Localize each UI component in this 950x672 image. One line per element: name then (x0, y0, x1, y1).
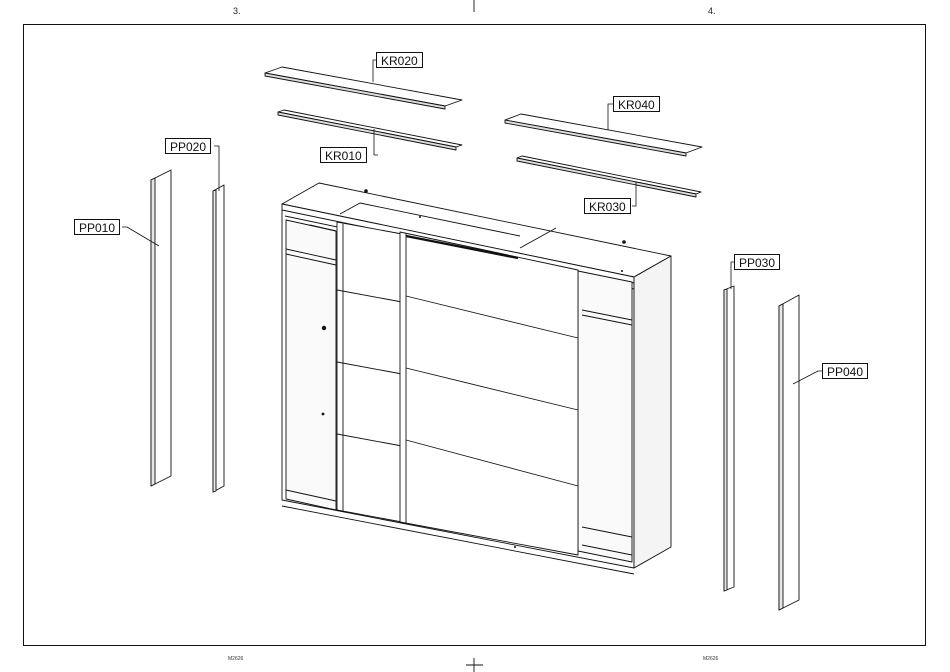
top-board-kr010 (278, 110, 462, 150)
top-board-kr040 (505, 114, 702, 156)
side-panel-pp030 (724, 286, 734, 591)
top-board-kr020 (265, 67, 462, 109)
part-label-kr040: KR040 (613, 96, 660, 112)
sliding-door-right (400, 232, 578, 555)
part-label-kr010: KR010 (320, 147, 367, 163)
sliding-door-left (337, 222, 402, 522)
side-panel-pp020 (213, 185, 224, 492)
part-label-pp010: PP010 (74, 219, 120, 235)
side-panel-pp010 (151, 170, 171, 486)
part-label-kr020: KR020 (376, 52, 423, 68)
part-label-pp040: PP040 (822, 363, 868, 379)
side-panel-pp040 (779, 295, 799, 610)
part-label-pp030: PP030 (734, 254, 780, 270)
part-label-kr030: KR030 (584, 198, 631, 214)
part-label-pp020: PP020 (165, 138, 211, 154)
top-board-kr030 (517, 156, 701, 197)
